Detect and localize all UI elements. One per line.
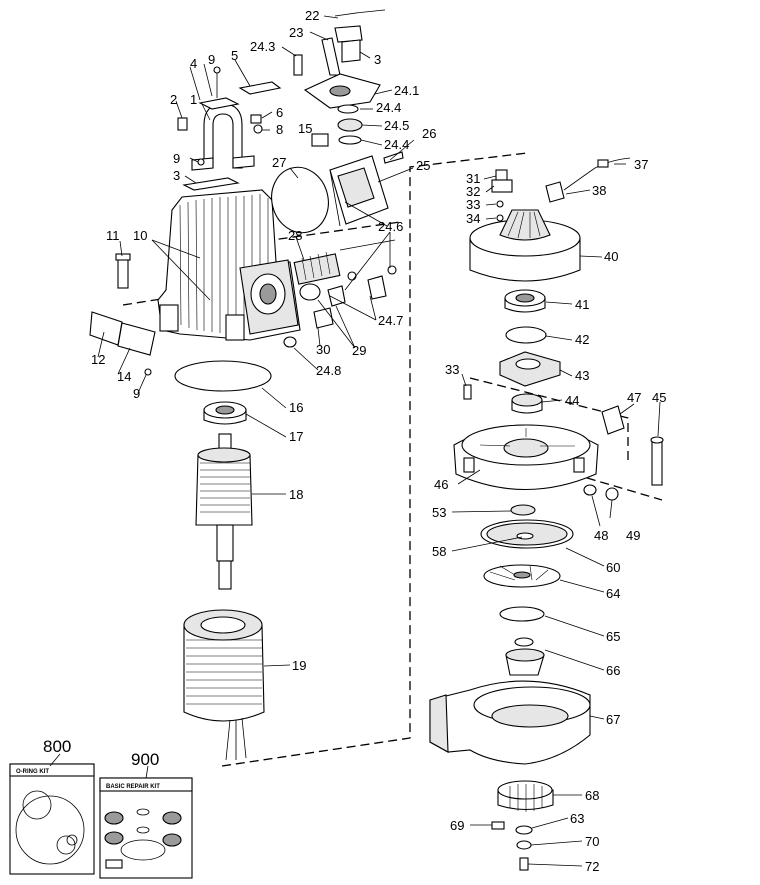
callout-label: 33: [445, 362, 459, 377]
bearing-41: [504, 289, 546, 313]
callout-label: 34: [466, 211, 480, 226]
callout-label: 69: [450, 818, 464, 833]
callout-label: 44: [565, 393, 579, 408]
callout-label: 68: [585, 788, 599, 803]
pump-frame-46: [453, 424, 599, 490]
callout-label: 33: [466, 197, 480, 212]
callout-label: 28: [288, 228, 302, 243]
sensor-cable: [545, 157, 631, 203]
callout-label: 67: [606, 712, 620, 727]
callout-label: 24.4: [384, 137, 409, 152]
callout-label: 16: [289, 400, 303, 415]
suction-parts: [491, 780, 554, 871]
callout-label: 9: [208, 52, 215, 67]
callout-label: 24.7: [378, 313, 403, 328]
capacitor-components: [283, 239, 397, 348]
callout-label: 8: [276, 122, 283, 137]
callout-label: 26: [422, 126, 436, 141]
callout-label: 22: [305, 8, 319, 23]
callout-label: 42: [575, 332, 589, 347]
callout-label: 9: [133, 386, 140, 401]
callout-label: 12: [91, 352, 105, 367]
callout-label: 27: [272, 155, 286, 170]
volute-casing-67: [429, 680, 591, 765]
wear-ring-65: [499, 606, 545, 622]
callout-label: 30: [316, 342, 330, 357]
callout-label: 15: [298, 121, 312, 136]
callout-label: 41: [575, 297, 589, 312]
callout-label: 72: [585, 859, 599, 874]
callout-label: 6: [276, 105, 283, 120]
bearing-housing-43: [463, 351, 561, 400]
callout-label: 14: [117, 369, 131, 384]
kit-number: 900: [131, 750, 159, 769]
callout-label: 25: [416, 158, 430, 173]
callout-label: 23: [289, 25, 303, 40]
bearing-17: [203, 401, 247, 425]
small-parts-right: [583, 405, 664, 501]
kit-card-title: O-RING KIT: [16, 769, 49, 775]
callout-label: 24.6: [378, 219, 403, 234]
cable-assembly: [293, 9, 386, 145]
callout-label: 9: [173, 151, 180, 166]
rotor-18: [195, 433, 253, 590]
callout-label: 29: [352, 343, 366, 358]
callout-label: 53: [432, 505, 446, 520]
leader-lines: [49, 15, 661, 867]
callout-label: 43: [575, 368, 589, 383]
stator-19: [183, 609, 265, 761]
mechanical-seal: [480, 504, 574, 549]
callout-label: 47: [627, 390, 641, 405]
kit-card-title: BASIC REPAIR KIT: [106, 784, 160, 790]
callout-label: 46: [434, 477, 448, 492]
callout-label: 2: [170, 92, 177, 107]
callout-label: 18: [289, 487, 303, 502]
o-ring-42: [505, 326, 547, 344]
callout-label: 40: [604, 249, 618, 264]
callout-label: 31: [466, 171, 480, 186]
callout-label: 10: [133, 228, 147, 243]
callout-label: 37: [634, 157, 648, 172]
motor-housing: [157, 189, 301, 341]
callout-label: 24.4: [376, 100, 401, 115]
callout-label: 63: [570, 811, 584, 826]
bearing-44: [511, 393, 543, 414]
bolts-left: [115, 66, 263, 376]
callout-label: 70: [585, 834, 599, 849]
callout-label: 4: [190, 56, 197, 71]
callout-label: 1: [190, 92, 197, 107]
callout-label: 48: [594, 528, 608, 543]
kit-number: 800: [43, 737, 71, 756]
seal-housing-40: [469, 169, 581, 282]
callout-label: 32: [466, 184, 480, 199]
cover-plate: [271, 133, 404, 234]
handle-gaskets: [182, 81, 282, 191]
callout-label: 24.8: [316, 363, 341, 378]
callout-label: 65: [606, 629, 620, 644]
callout-label: 3: [374, 52, 381, 67]
callout-label: 60: [606, 560, 620, 575]
callout-label: 5: [231, 48, 238, 63]
callout-label: 58: [432, 544, 446, 559]
name-plates: [89, 311, 156, 356]
callout-label: 11: [106, 228, 120, 243]
callout-label: 19: [292, 658, 306, 673]
callout-label: 17: [289, 429, 303, 444]
callout-label: 24.1: [394, 83, 419, 98]
callout-label: 38: [592, 183, 606, 198]
basic-repair-kit-card: BASIC REPAIR KIT: [99, 777, 193, 879]
o-ring-kit-card: O-RING KIT: [9, 763, 95, 875]
callout-label: 49: [626, 528, 640, 543]
callout-labels: 22 23 3 24.3 24.1 9 5 4 1 24.4 2 6 8 24.…: [43, 8, 666, 874]
diffuser-66: [505, 637, 545, 676]
callout-label: 24.5: [384, 118, 409, 133]
callout-label: 66: [606, 663, 620, 678]
callout-label: 3: [173, 168, 180, 183]
callout-label: 24.3: [250, 39, 275, 54]
callout-label: 45: [652, 390, 666, 405]
impeller-64: [483, 564, 561, 588]
callout-label: 64: [606, 586, 620, 601]
o-ring-16: [174, 360, 272, 392]
